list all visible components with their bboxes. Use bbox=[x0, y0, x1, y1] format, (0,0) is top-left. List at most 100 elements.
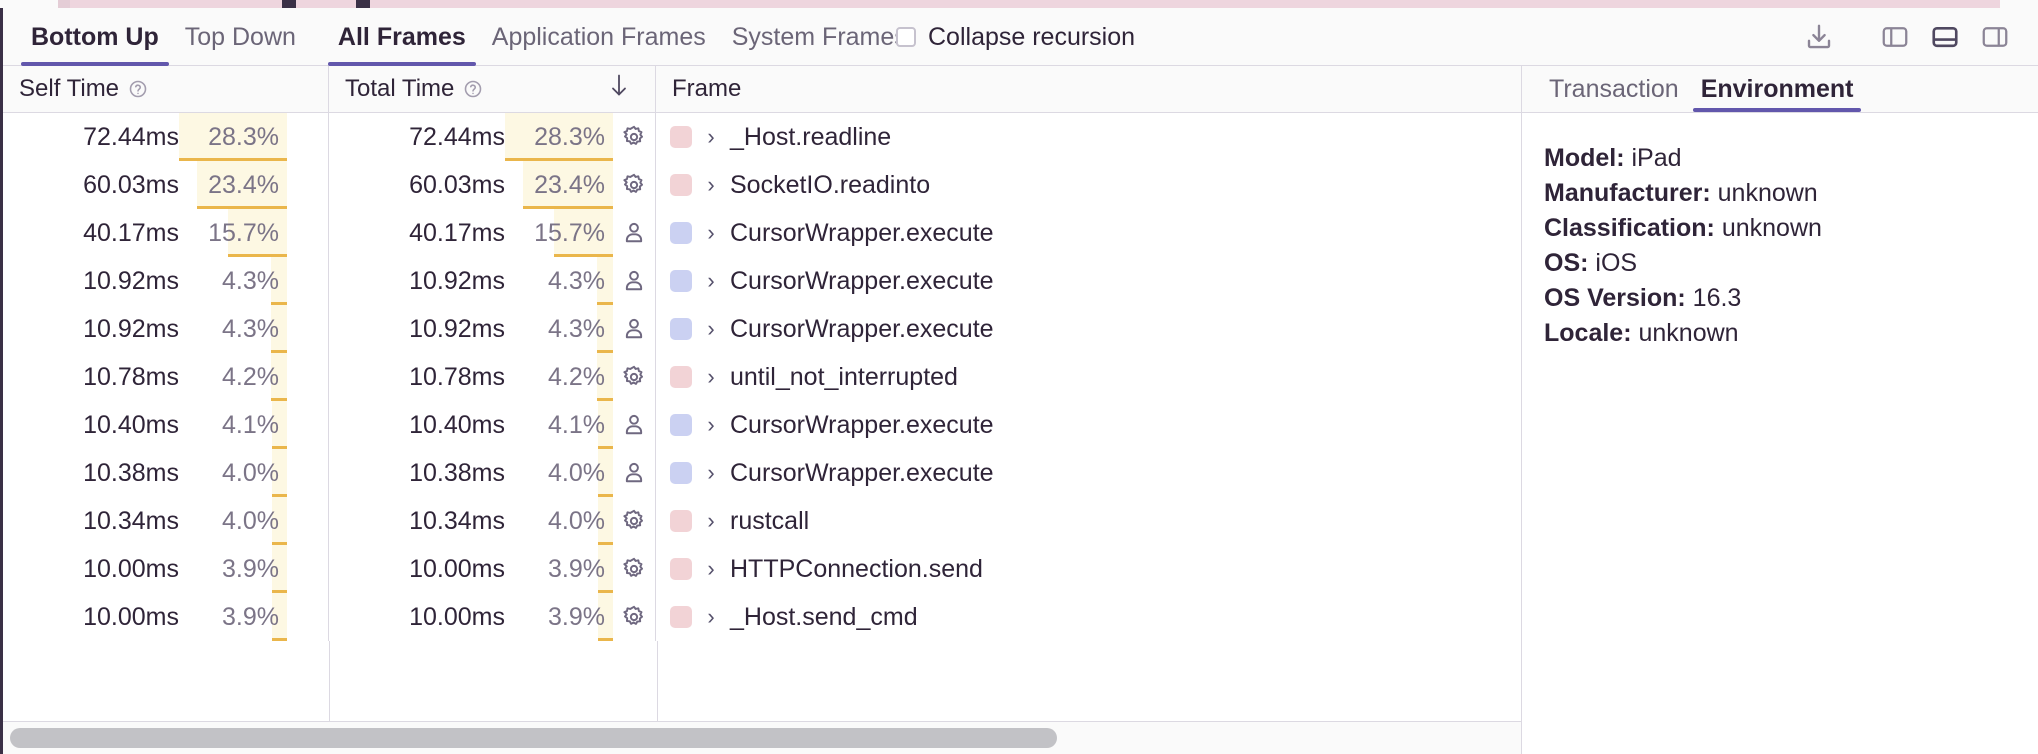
tab-application-frames[interactable]: Application Frames bbox=[479, 8, 719, 66]
tab-system-frames[interactable]: System Frames bbox=[719, 8, 920, 66]
frame-cell[interactable]: ›CursorWrapper.execute bbox=[656, 449, 1520, 497]
percent-value: 3.9% bbox=[548, 602, 605, 631]
percent-cell-self: 15.7% bbox=[179, 209, 288, 257]
column-header-self-time[interactable]: Self Time bbox=[3, 66, 329, 112]
frame-color-swatch bbox=[670, 414, 692, 436]
frame-cell[interactable]: ›CursorWrapper.execute bbox=[656, 209, 1520, 257]
column-header-self-time-label: Self Time bbox=[19, 75, 120, 102]
view-tabs: Bottom Up Top Down All Frames Applicatio… bbox=[18, 8, 920, 66]
collapse-recursion-checkbox[interactable]: Collapse recursion bbox=[896, 8, 1135, 66]
expand-chevron-icon[interactable]: › bbox=[707, 460, 715, 485]
environment-item-value: unknown bbox=[1717, 179, 1818, 207]
person-icon bbox=[613, 449, 655, 497]
total-time-value: 40.17ms bbox=[409, 218, 505, 247]
expand-chevron-icon[interactable]: › bbox=[707, 364, 715, 389]
column-header-frame[interactable]: Frame bbox=[656, 66, 1520, 112]
percent-value: 4.0% bbox=[548, 458, 605, 487]
column-header-total-time[interactable]: Total Time bbox=[329, 66, 656, 112]
environment-item: Locale: unknown bbox=[1544, 316, 2038, 351]
percent-cell-self: 28.3% bbox=[179, 113, 287, 161]
download-icon[interactable] bbox=[1794, 8, 1844, 66]
expand-chevron-icon[interactable]: › bbox=[707, 220, 715, 245]
details-tabs: Transaction Environment bbox=[1522, 66, 2038, 113]
percent-bar bbox=[505, 113, 613, 161]
percent-cell-total: 4.1% bbox=[505, 401, 614, 449]
total-time-value: 10.92ms bbox=[409, 266, 505, 295]
percent-cell-self: 4.1% bbox=[179, 401, 288, 449]
tab-environment[interactable]: Environment bbox=[1690, 66, 1865, 112]
percent-value: 4.3% bbox=[222, 266, 279, 295]
environment-item-key: Locale: bbox=[1544, 319, 1632, 347]
environment-item-key: Manufacturer: bbox=[1544, 179, 1711, 207]
gear-icon bbox=[613, 161, 655, 209]
expand-chevron-icon[interactable]: › bbox=[707, 316, 715, 341]
environment-item-key: OS: bbox=[1544, 249, 1589, 277]
expand-chevron-icon[interactable]: › bbox=[707, 412, 715, 437]
expand-chevron-icon[interactable]: › bbox=[707, 508, 715, 533]
spacer bbox=[287, 593, 329, 641]
tab-transaction[interactable]: Transaction bbox=[1538, 66, 1690, 112]
help-icon[interactable] bbox=[128, 79, 148, 99]
frame-cell[interactable]: ›_Host.readline bbox=[656, 113, 1520, 161]
total-time-value: 10.00ms bbox=[409, 602, 505, 631]
frame-cell[interactable]: ›HTTPConnection.send bbox=[656, 545, 1520, 593]
frame-color-swatch bbox=[670, 462, 692, 484]
layout-right-panel-icon[interactable] bbox=[1970, 8, 2020, 66]
tab-top-down[interactable]: Top Down bbox=[172, 8, 309, 66]
environment-item-key: Classification: bbox=[1544, 214, 1715, 242]
percent-bar bbox=[597, 545, 614, 593]
environment-item: Model: iPad bbox=[1544, 141, 2038, 176]
tab-transaction-label: Transaction bbox=[1549, 74, 1679, 103]
percent-value: 4.2% bbox=[548, 362, 605, 391]
horizontal-scrollbar-thumb[interactable] bbox=[10, 728, 1057, 748]
percent-value: 28.3% bbox=[208, 122, 279, 151]
self-time-value: 10.00ms bbox=[83, 554, 179, 583]
percent-cell-total: 4.3% bbox=[505, 305, 614, 353]
layout-bottom-panel-icon[interactable] bbox=[1920, 8, 1970, 66]
spacer bbox=[287, 545, 329, 593]
expand-chevron-icon[interactable]: › bbox=[707, 172, 715, 197]
expand-chevron-icon[interactable]: › bbox=[707, 124, 715, 149]
frame-cell[interactable]: ›_Host.send_cmd bbox=[656, 593, 1520, 641]
frame-cell[interactable]: ›CursorWrapper.execute bbox=[656, 257, 1520, 305]
frame-color-swatch bbox=[670, 606, 692, 628]
panel-divider[interactable] bbox=[1521, 66, 1522, 754]
person-icon bbox=[613, 305, 655, 353]
frame-cell[interactable]: ›until_not_interrupted bbox=[656, 353, 1520, 401]
column-header-frame-label: Frame bbox=[672, 75, 742, 102]
frame-cell[interactable]: ›SocketIO.readinto bbox=[656, 161, 1520, 209]
layout-left-panel-icon[interactable] bbox=[1870, 8, 1920, 66]
expand-chevron-icon[interactable]: › bbox=[707, 604, 715, 629]
frame-cell[interactable]: ›CursorWrapper.execute bbox=[656, 401, 1520, 449]
horizontal-scrollbar[interactable] bbox=[3, 722, 1521, 754]
frame-cell[interactable]: ›CursorWrapper.execute bbox=[656, 305, 1520, 353]
total-time-value: 10.40ms bbox=[409, 410, 505, 439]
environment-item-value: unknown bbox=[1638, 319, 1739, 347]
percent-bar bbox=[271, 497, 288, 545]
help-icon[interactable] bbox=[463, 79, 483, 99]
expand-chevron-icon[interactable]: › bbox=[707, 556, 715, 581]
frame-cell[interactable]: ›rustcall bbox=[656, 497, 1520, 545]
tab-all-frames[interactable]: All Frames bbox=[325, 8, 479, 66]
expand-chevron-icon[interactable]: › bbox=[707, 268, 715, 293]
tab-bottom-up[interactable]: Bottom Up bbox=[18, 8, 172, 66]
percent-bar bbox=[596, 305, 614, 353]
